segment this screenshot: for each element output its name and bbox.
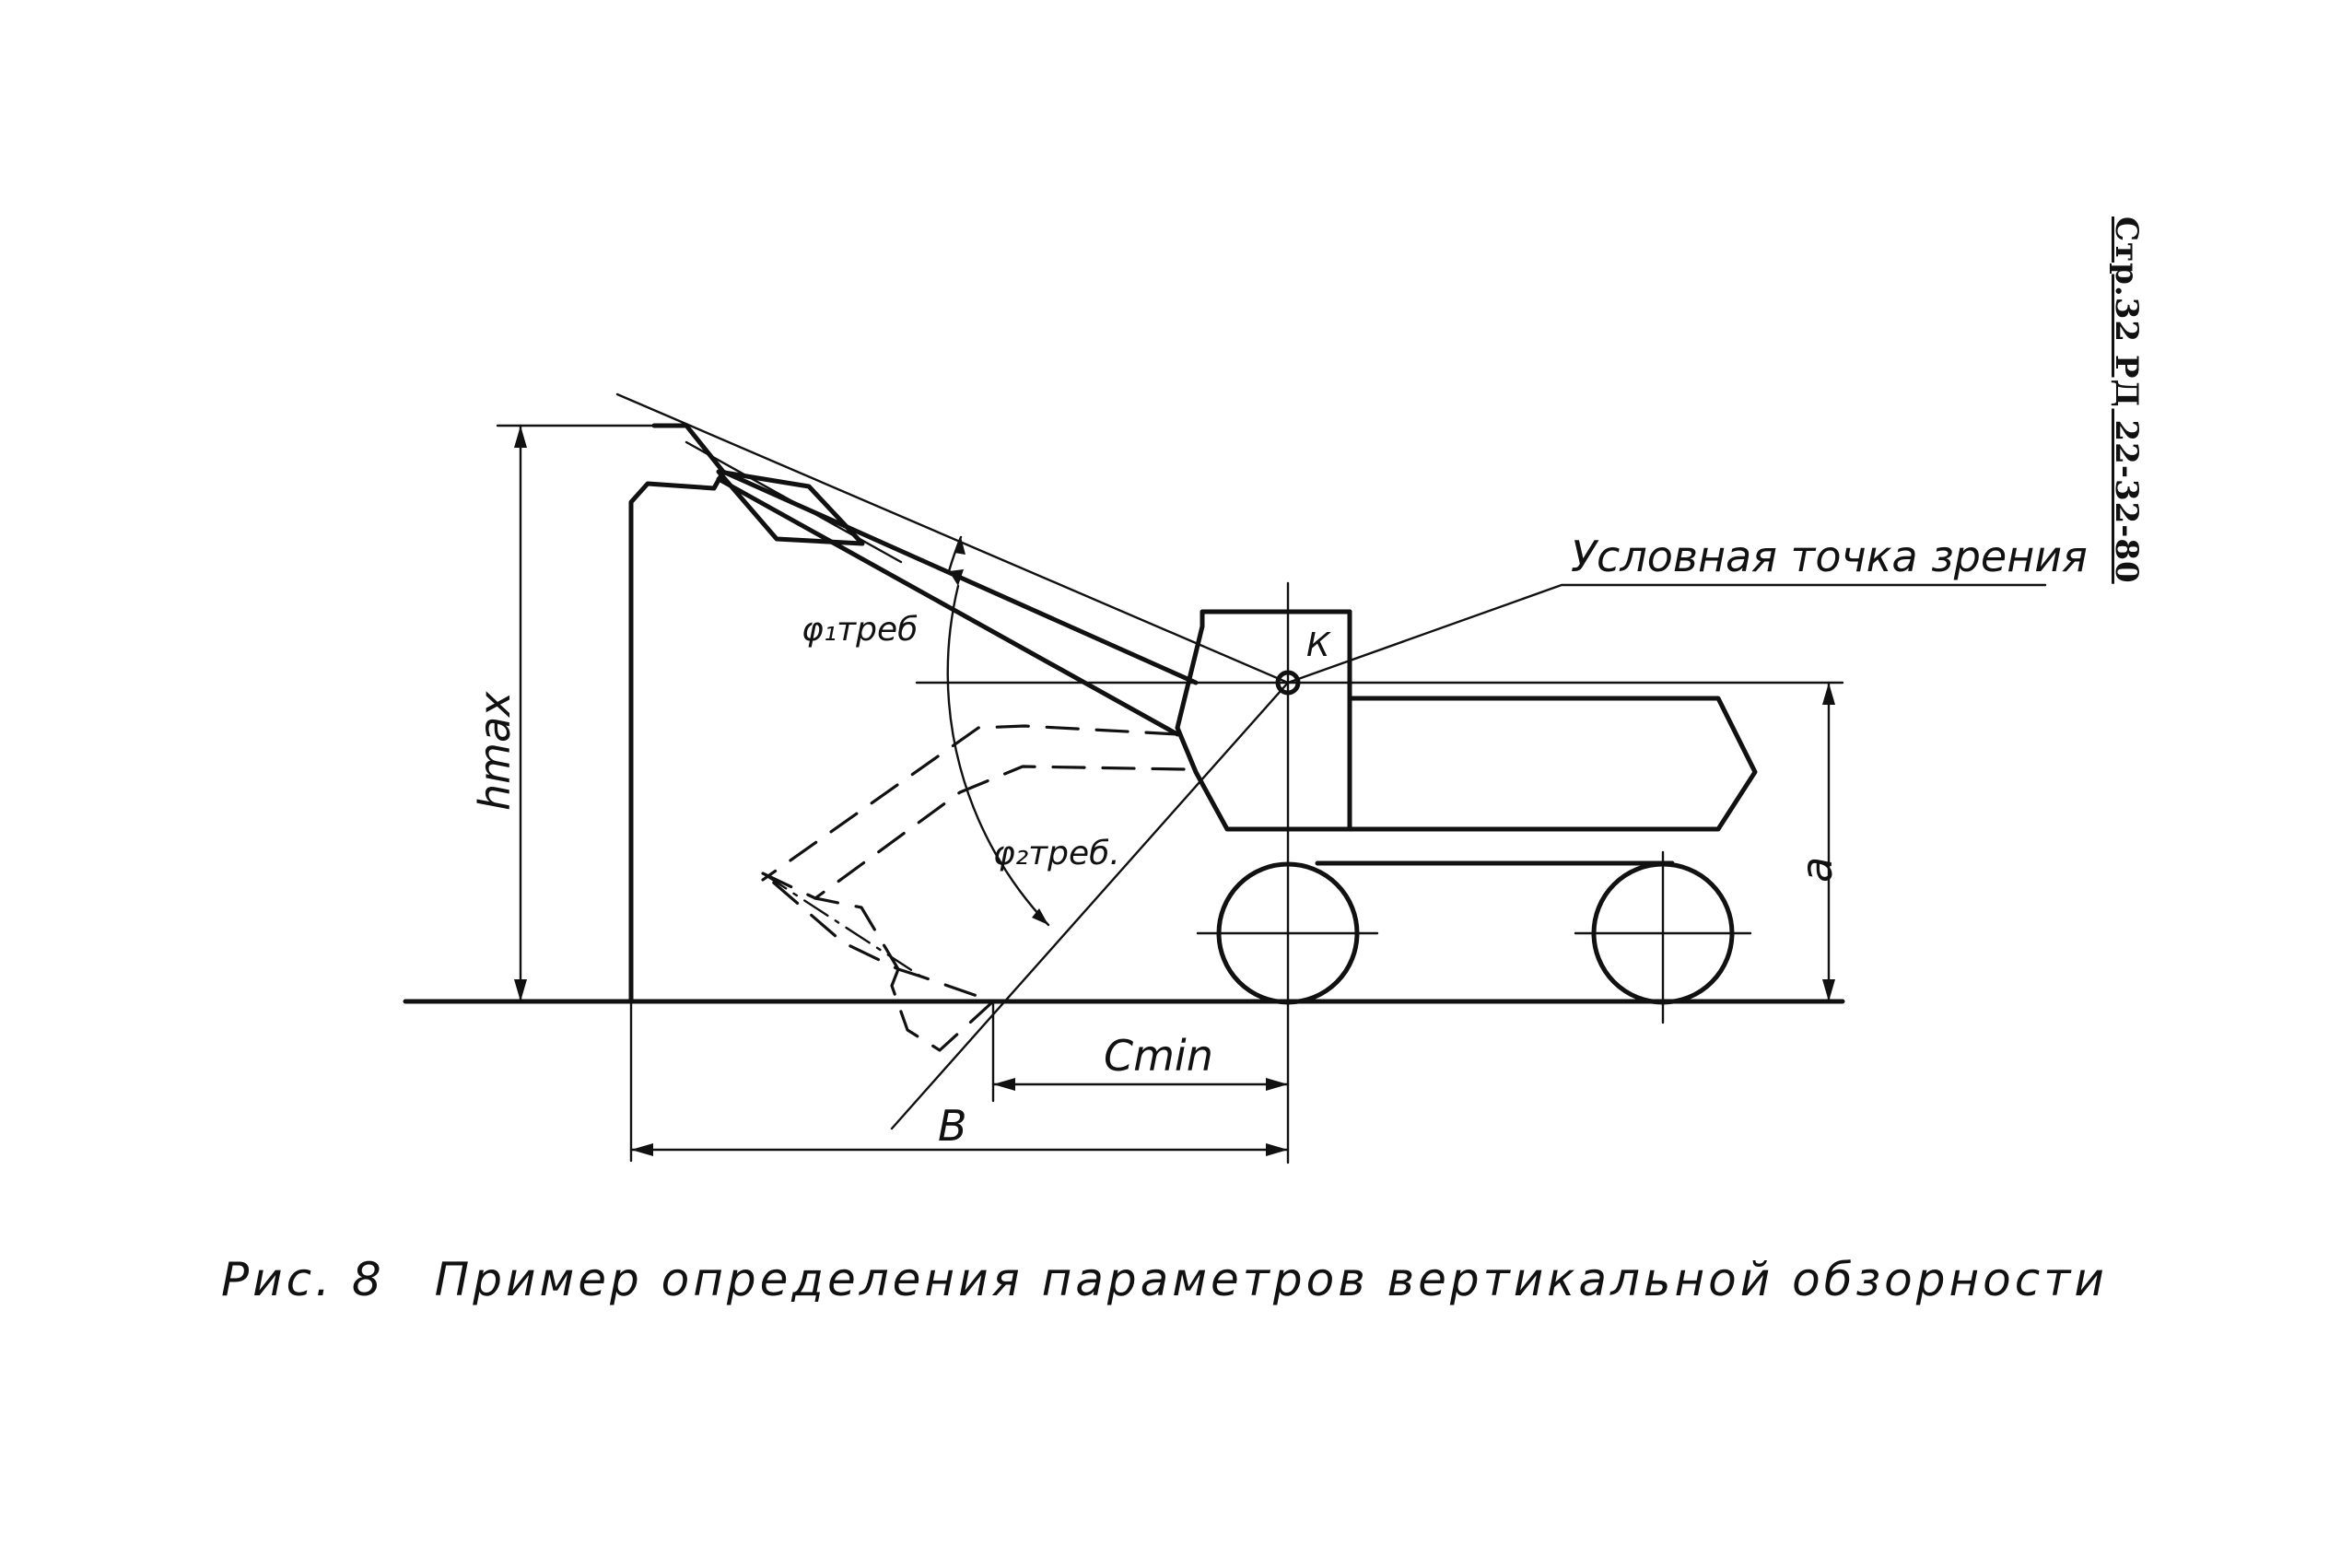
b-arrow-right <box>1266 1143 1288 1156</box>
lower-stick-axis <box>761 872 923 978</box>
a-label: a <box>1792 857 1842 883</box>
house-outline <box>1347 696 1758 832</box>
figure-caption: Рис. 8 Пример определения параметров вер… <box>221 1253 2104 1306</box>
page-reference: Стр.32 РД 22-32-80 <box>2108 216 2147 584</box>
b-arrow-left <box>631 1143 653 1156</box>
hmax-label: hmax <box>470 691 520 811</box>
b-label: B <box>938 1101 967 1151</box>
phi2-label: φ₂треб. <box>993 835 1120 872</box>
lower-bucket <box>890 967 995 1052</box>
lower-sight-line <box>890 681 1290 1130</box>
phi1-arrow-top <box>954 537 966 555</box>
hmax-arrow-bottom <box>514 979 527 1001</box>
cmin-label: Cmin <box>1104 1031 1213 1081</box>
lower-stick <box>761 872 900 971</box>
cmin-arrow-left <box>993 1078 1015 1091</box>
k-label: К <box>1306 626 1331 664</box>
a-arrow-top <box>1822 683 1835 705</box>
upper-bucket <box>628 423 726 1004</box>
phi2-arrow <box>1032 908 1048 925</box>
hmax-arrow-top <box>514 426 527 448</box>
figure-number: Рис. 8 <box>221 1253 385 1306</box>
a-arrow-bottom <box>1822 979 1835 1001</box>
upper-stick-axis <box>685 440 903 564</box>
viewpoint-marker <box>1275 670 1301 696</box>
cmin-arrow-right <box>1266 1078 1288 1091</box>
page-reference-text: Стр.32 РД 22-32-80 <box>2108 216 2145 584</box>
lower-boom <box>761 724 1186 900</box>
upper-stick <box>716 469 865 546</box>
viewpoint-leader <box>1286 583 2047 685</box>
phi1-arrow-bottom <box>949 569 964 586</box>
upper-sight-line <box>615 392 1290 685</box>
upper-boom <box>716 469 1199 737</box>
viewpoint-label: Условная точка зрения <box>1571 532 2088 581</box>
figure-title: Пример определения параметров вертикальн… <box>434 1253 2108 1306</box>
phi1-label: φ₁треб <box>802 611 918 649</box>
phi2-arc <box>946 584 1050 927</box>
